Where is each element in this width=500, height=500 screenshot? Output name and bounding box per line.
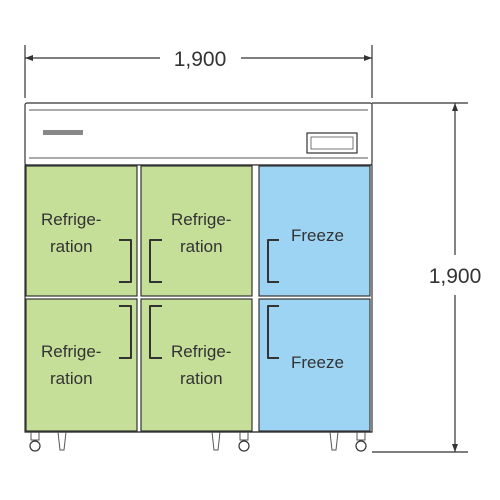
door-handle-icon[interactable] <box>149 305 162 359</box>
width-label: 1,900 <box>174 48 227 71</box>
door-refrigeration-top-middle[interactable]: Refrige- ration <box>140 165 253 297</box>
door-label-line1: Refrige- <box>41 342 101 361</box>
door-refrigeration-bottom-middle[interactable]: Refrige- ration <box>140 298 253 432</box>
door-label-line1: Freeze <box>291 226 344 245</box>
door-label-line1: Refrige- <box>171 342 231 361</box>
door-label-line2: ration <box>50 369 93 388</box>
control-display[interactable] <box>306 132 358 154</box>
caster-wheel-icon <box>29 432 41 452</box>
caster-wheel-icon <box>238 432 250 452</box>
door-refrigeration-top-left[interactable]: Refrige- ration <box>25 165 138 297</box>
brand-logo <box>43 130 83 135</box>
leg-icon <box>57 431 67 451</box>
casters <box>29 431 367 452</box>
caster-wheel-icon <box>355 432 367 452</box>
door-label-line1: Refrige- <box>41 210 101 229</box>
door-label-line2: ration <box>180 237 223 256</box>
door-label-line1: Refrige- <box>171 210 231 229</box>
door-refrigeration-bottom-left[interactable]: Refrige- ration <box>25 298 138 432</box>
height-dimension: 1,900 <box>372 102 482 453</box>
door-handle-icon[interactable] <box>149 239 162 283</box>
height-label: 1,900 <box>429 265 482 288</box>
door-handle-icon[interactable] <box>119 239 132 283</box>
door-handle-icon[interactable] <box>267 239 279 283</box>
door-label-line2: ration <box>180 369 223 388</box>
door-freeze-bottom[interactable]: Freeze <box>258 298 371 432</box>
leg-icon <box>211 431 221 451</box>
door-freeze-top[interactable]: Freeze <box>258 165 371 297</box>
door-label-line2: ration <box>50 237 93 256</box>
door-handle-icon[interactable] <box>267 305 279 359</box>
top-panel <box>24 102 373 166</box>
leg-icon <box>329 431 339 451</box>
door-label-line1: Freeze <box>291 353 344 372</box>
door-handle-icon[interactable] <box>119 305 132 359</box>
width-dimension: 1,900 <box>24 45 373 98</box>
